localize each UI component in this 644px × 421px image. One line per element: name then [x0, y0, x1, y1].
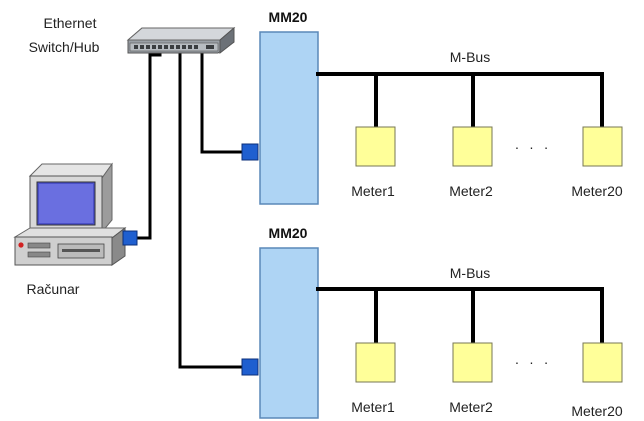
cable-switch-to-pc: [131, 53, 162, 240]
mm20-controller-bottom: [259, 247, 319, 419]
meter-ellipsis-bottom: · · ·: [515, 354, 552, 370]
meter20-bottom: [582, 342, 623, 383]
computer-label: Računar: [27, 281, 80, 297]
meter1-bottom: [355, 342, 396, 383]
ethernet-switch: Ethernet Switch/Hub: [29, 15, 236, 55]
meter1-label-bottom: Meter1: [351, 399, 395, 415]
meter-ellipsis-top: · · ·: [515, 139, 552, 155]
meter20-label-top: Meter20: [571, 183, 623, 199]
mm20-controller-top: [259, 31, 319, 205]
mbus-label-bottom: M-Bus: [450, 265, 490, 281]
meter2-label-top: Meter2: [449, 183, 493, 199]
mbus-label-top: M-Bus: [450, 49, 490, 65]
meter1-label-top: Meter1: [351, 183, 395, 199]
mbus-network-top: MM20 M-Bus · · · Meter1 Meter2 Meter20: [241, 9, 623, 205]
desktop-computer-icon: [13, 162, 138, 266]
meter20-top: [582, 126, 623, 167]
mm20-ethernet-port-bottom: [241, 358, 259, 376]
mm20-ethernet-port-top: [241, 143, 259, 161]
ethernet-cabling: [131, 53, 244, 369]
mm20-label-bottom: MM20: [269, 225, 308, 241]
switch-label-line1: Ethernet: [44, 15, 97, 31]
meter2-top: [452, 126, 493, 167]
meter1-top: [355, 126, 396, 167]
computer: Računar: [13, 162, 138, 297]
mbus-network-bottom: MM20 M-Bus · · · Meter1 Meter2 Meter20: [241, 225, 623, 419]
meter20-label-bottom: Meter20: [571, 403, 623, 419]
cable-switch-to-mm20-top: [200, 53, 244, 154]
network-switch-icon: [126, 26, 236, 55]
meter2-label-bottom: Meter2: [449, 399, 493, 415]
switch-label-line2: Switch/Hub: [29, 39, 100, 55]
cable-switch-to-mm20-bottom: [178, 53, 244, 369]
meter2-bottom: [452, 342, 493, 383]
mm20-label-top: MM20: [269, 9, 308, 25]
